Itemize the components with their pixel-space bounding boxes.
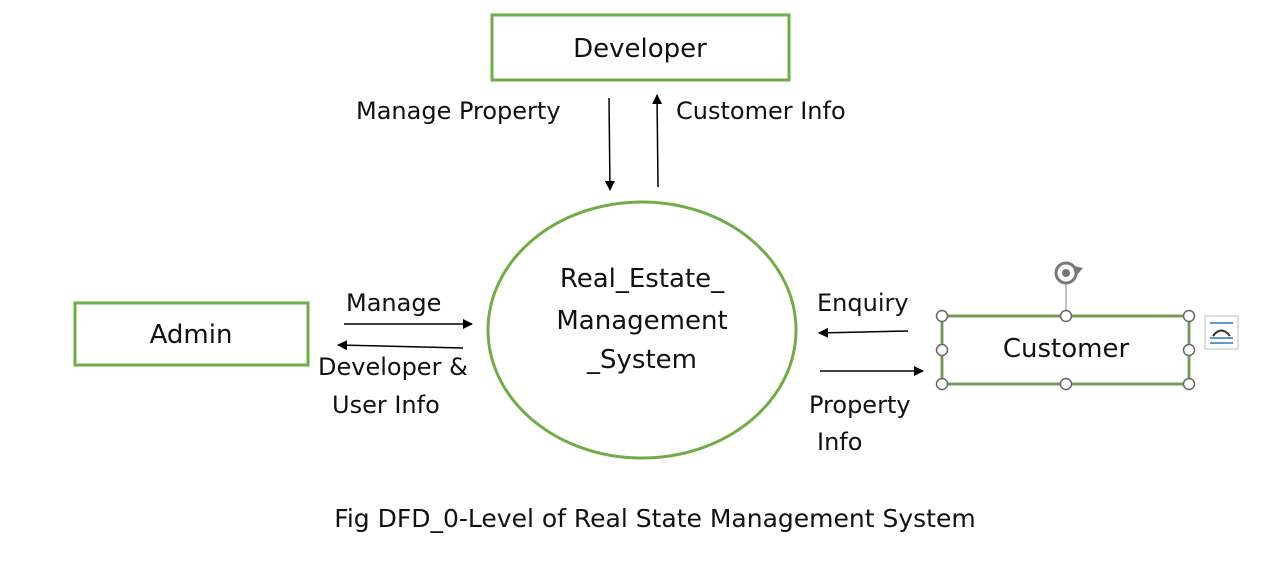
developer-user-info-label-line1: Developer & xyxy=(318,353,468,381)
process-label-line2: Management xyxy=(556,306,727,336)
resize-handle-left[interactable] xyxy=(935,343,949,357)
customer-label: Customer xyxy=(1003,334,1130,364)
resize-handle-top-left[interactable] xyxy=(935,309,949,323)
resize-handle-top-right[interactable] xyxy=(1182,309,1196,323)
property-info-label-line2: Info xyxy=(817,428,862,456)
developer-entity[interactable]: Developer xyxy=(490,13,791,82)
enquiry-label: Enquiry xyxy=(817,289,909,317)
developer-user-info-arrow xyxy=(337,340,464,351)
process-label-line3: _System xyxy=(586,345,697,375)
figure-caption: Fig DFD_0-Level of Real State Management… xyxy=(334,504,975,533)
customer-info-arrow xyxy=(652,94,663,188)
manage-label: Manage xyxy=(346,289,441,317)
customer-info-label: Customer Info xyxy=(676,97,846,125)
layout-options-icon[interactable] xyxy=(1204,315,1239,350)
developer-user-info-label-line2: User Info xyxy=(332,391,440,419)
resize-handle-bottom-right[interactable] xyxy=(1182,377,1196,391)
resize-handle-bottom[interactable] xyxy=(1059,377,1073,391)
admin-label: Admin xyxy=(150,320,233,350)
selection-handles[interactable] xyxy=(935,284,1196,391)
property-info-label-line1: Property xyxy=(809,391,911,419)
customer-entity[interactable]: Customer xyxy=(940,314,1191,386)
resize-handle-top[interactable] xyxy=(1059,309,1073,323)
manage-property-label: Manage Property xyxy=(356,97,561,125)
process-label-line1: Real_Estate_ xyxy=(560,264,725,294)
developer-label: Developer xyxy=(573,34,707,64)
process-circle[interactable]: Real_Estate_ Management _System xyxy=(486,200,798,460)
resize-handle-bottom-left[interactable] xyxy=(935,377,949,391)
manage-property-arrow xyxy=(604,97,615,191)
enquiry-arrow xyxy=(818,327,909,338)
resize-handle-right[interactable] xyxy=(1182,343,1196,357)
rotate-handle-icon[interactable] xyxy=(1054,261,1083,285)
admin-entity[interactable]: Admin xyxy=(73,301,310,367)
